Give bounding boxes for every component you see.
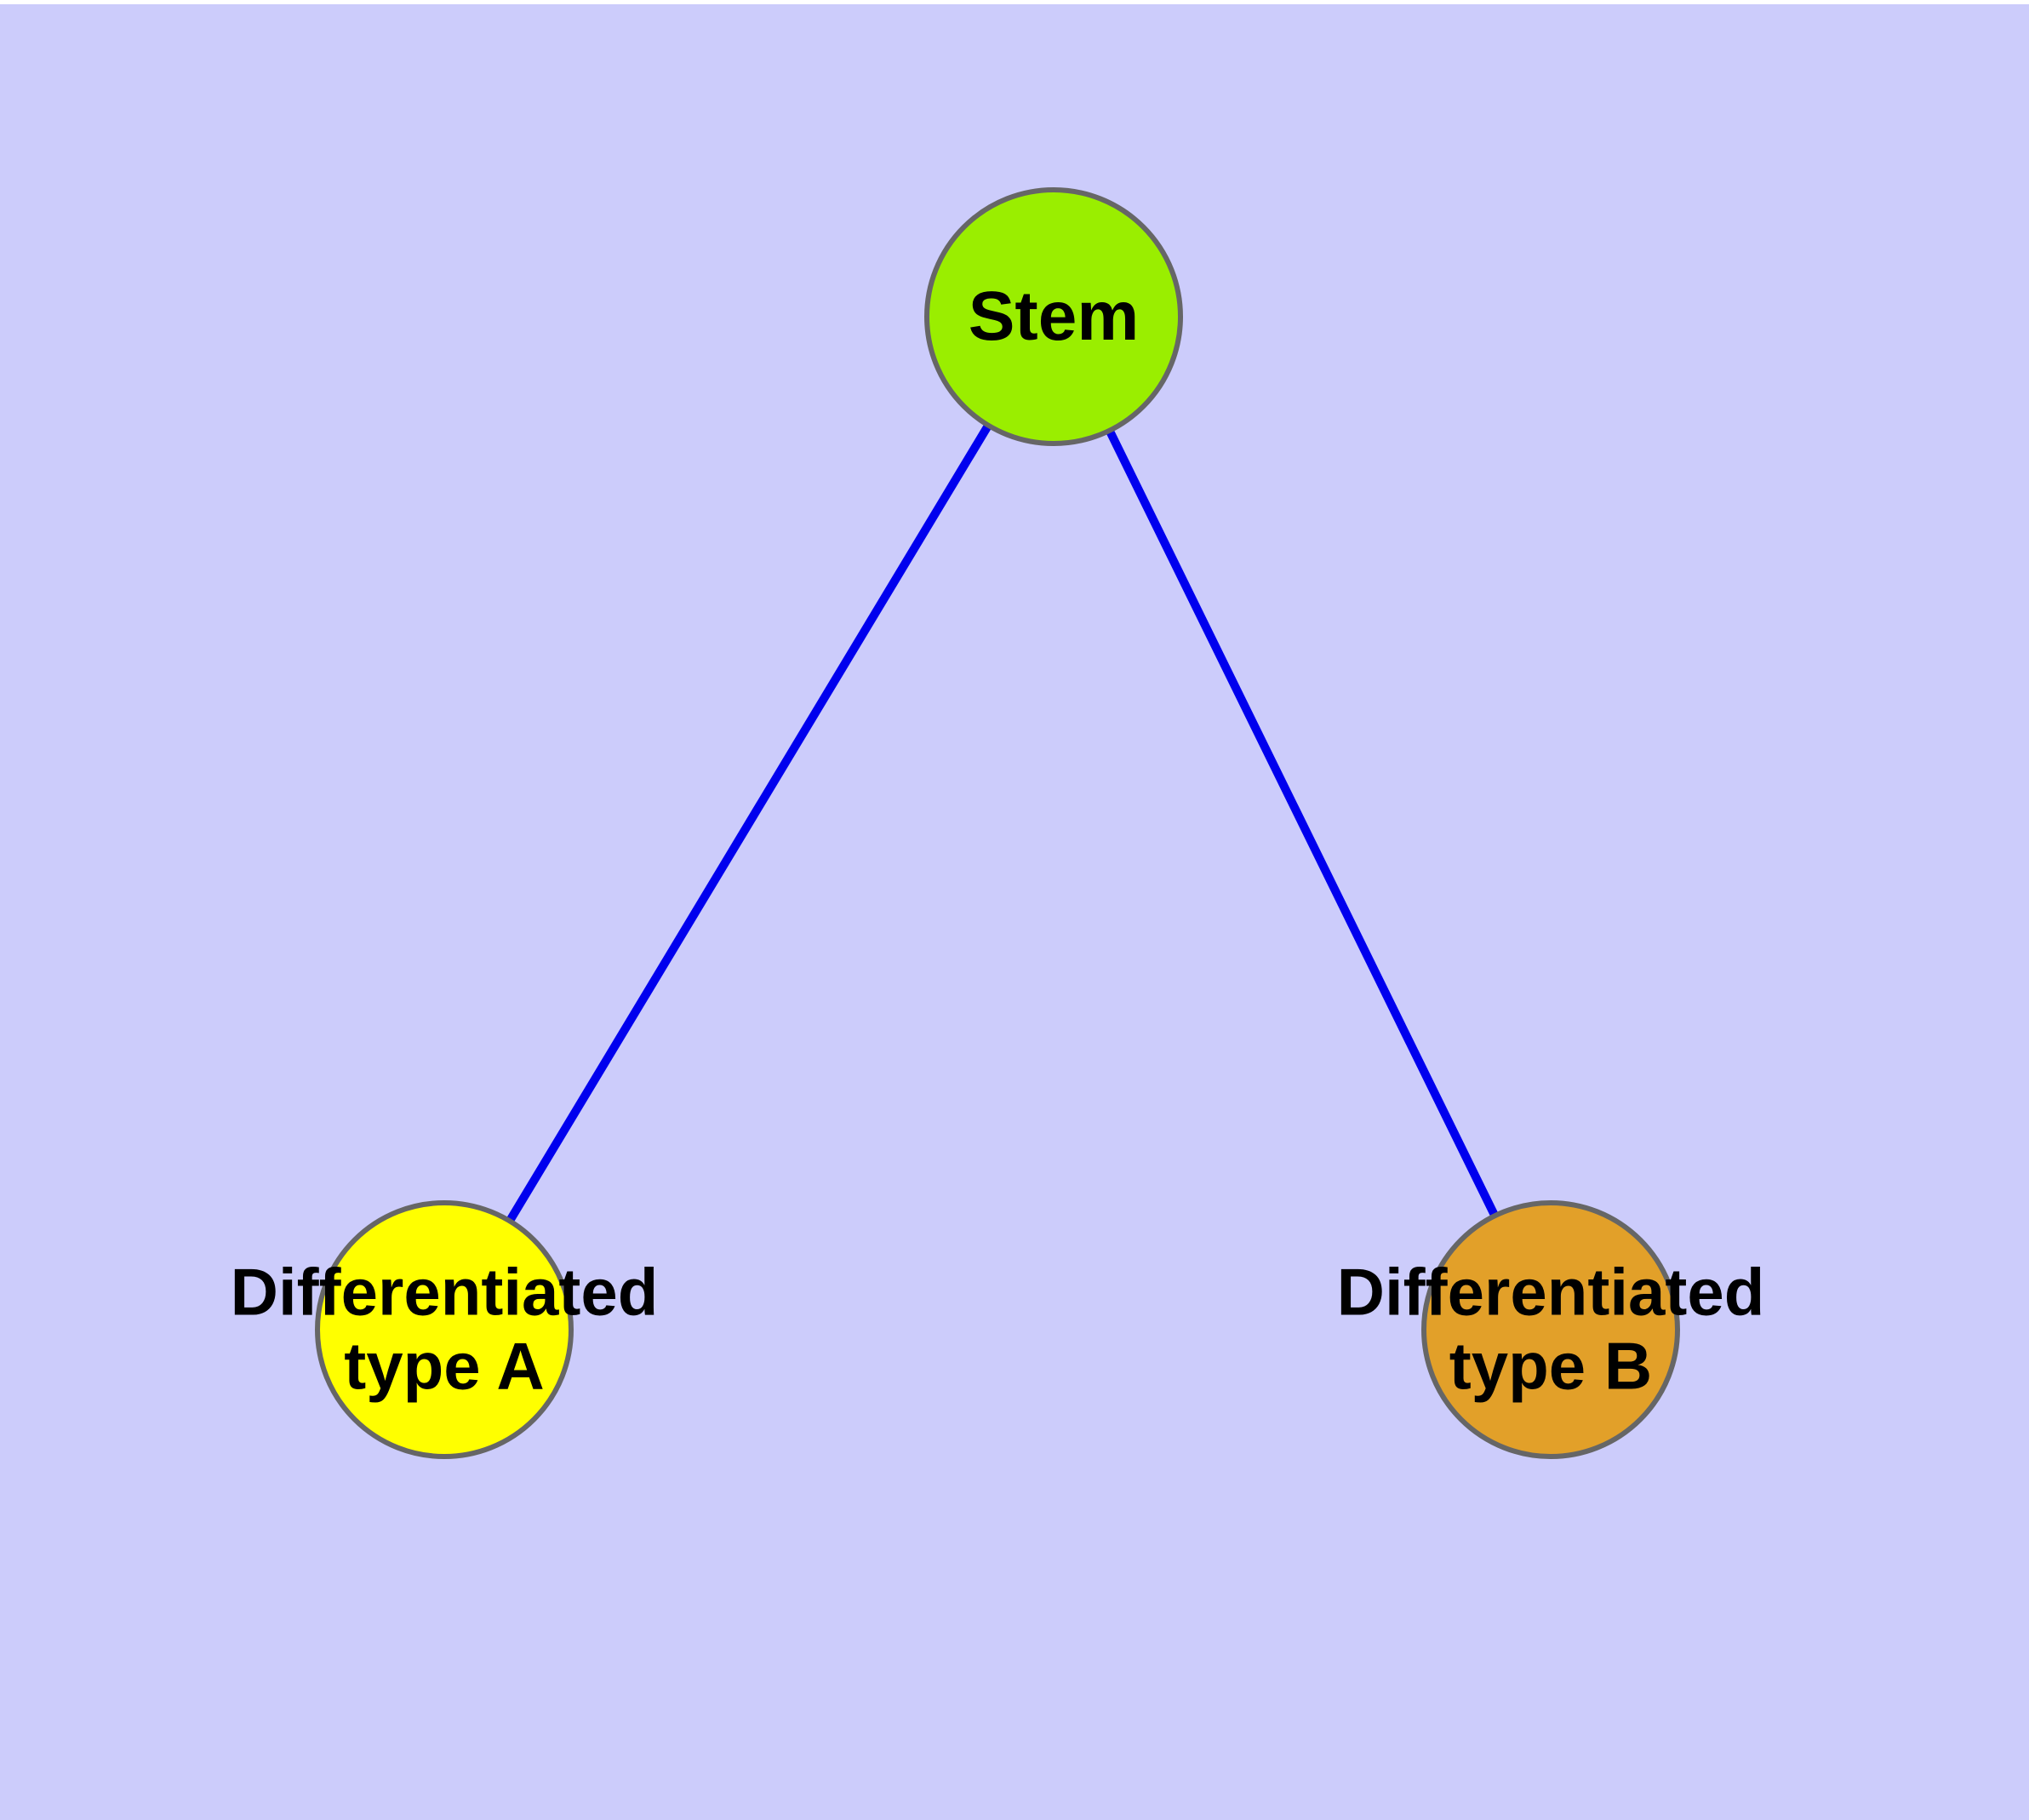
graph-edge bbox=[506, 423, 992, 1223]
graph-node-diff_a[interactable] bbox=[315, 1200, 574, 1459]
graph-node-stem[interactable] bbox=[924, 187, 1183, 446]
node-layer bbox=[315, 187, 1680, 1459]
edge-layer bbox=[506, 423, 1499, 1223]
graph-node-diff_b[interactable] bbox=[1421, 1200, 1680, 1459]
graph-edge bbox=[1106, 429, 1499, 1217]
